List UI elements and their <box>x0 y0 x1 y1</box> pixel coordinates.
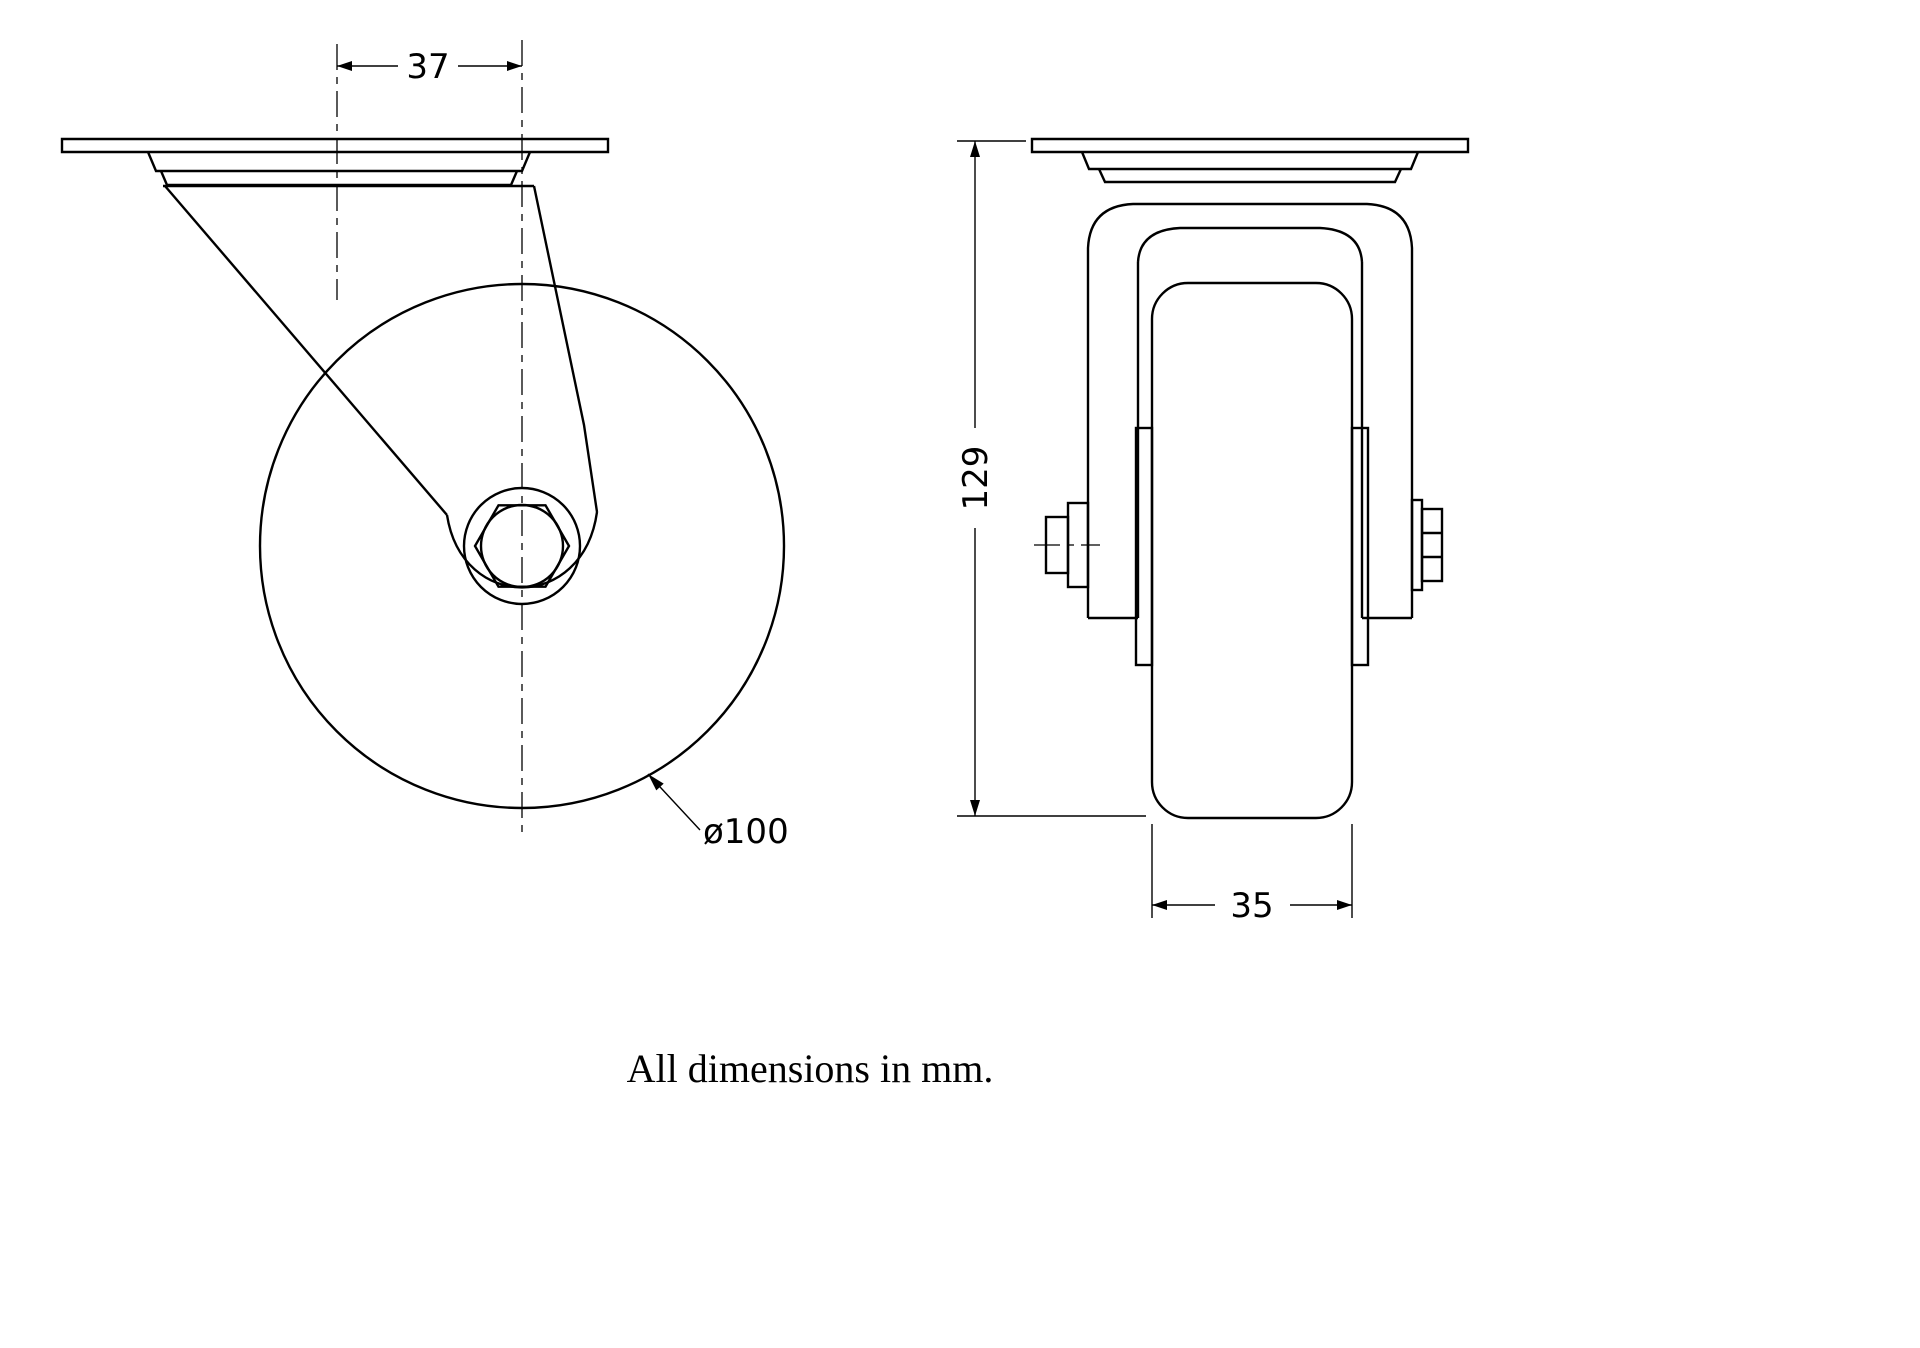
overall-height-dimension-label: 129 <box>956 446 996 511</box>
drawing-caption: All dimensions in mm. <box>627 1046 994 1091</box>
front-view: 129 35 <box>956 137 1470 926</box>
side-view: 37 ø100 <box>60 40 789 852</box>
top-plate-side <box>60 137 610 154</box>
front-raceway-upper <box>1080 151 1420 171</box>
fork-left-edge <box>164 185 448 516</box>
front-raceway-lower <box>1097 168 1403 184</box>
dimension-wheel-width: 35 <box>1151 824 1353 926</box>
wheel-diameter-label: ø100 <box>703 812 789 852</box>
dimension-overall-height: 129 <box>956 140 1146 817</box>
wheel-width-dimension-label: 35 <box>1230 886 1273 926</box>
swivel-raceway-lower <box>159 170 519 187</box>
fork-right-edge <box>532 185 599 513</box>
dim-arrow-down <box>970 800 980 816</box>
hex-nut-inner-circle <box>479 503 565 589</box>
hex-nut <box>473 504 571 588</box>
axle-boss-circle <box>462 486 582 606</box>
dim-arrow-right <box>1337 900 1352 910</box>
swivel-offset-dimension-label: 37 <box>406 47 449 87</box>
dim-arrow-up <box>970 141 980 157</box>
wheel-circle <box>258 282 786 810</box>
hub-flange-left <box>1134 426 1154 667</box>
wheel-diameter-leader: ø100 <box>647 773 789 852</box>
dim-arrow-left <box>337 61 352 71</box>
fork-outer-outline <box>1086 202 1414 618</box>
dimension-swivel-offset: 37 <box>337 47 522 87</box>
dim-arrow-left <box>1152 900 1167 910</box>
top-plate-front <box>1030 137 1470 154</box>
axle-bolt <box>1034 501 1100 589</box>
fork-inner-crown-arc <box>1136 226 1364 263</box>
dim-arrow-right <box>507 61 522 71</box>
axle-nut <box>1410 498 1444 592</box>
swivel-raceway-upper <box>146 151 532 173</box>
leader-arrow <box>648 774 664 791</box>
hub-flange-right <box>1350 426 1370 667</box>
wheel-front-face <box>1150 281 1354 820</box>
